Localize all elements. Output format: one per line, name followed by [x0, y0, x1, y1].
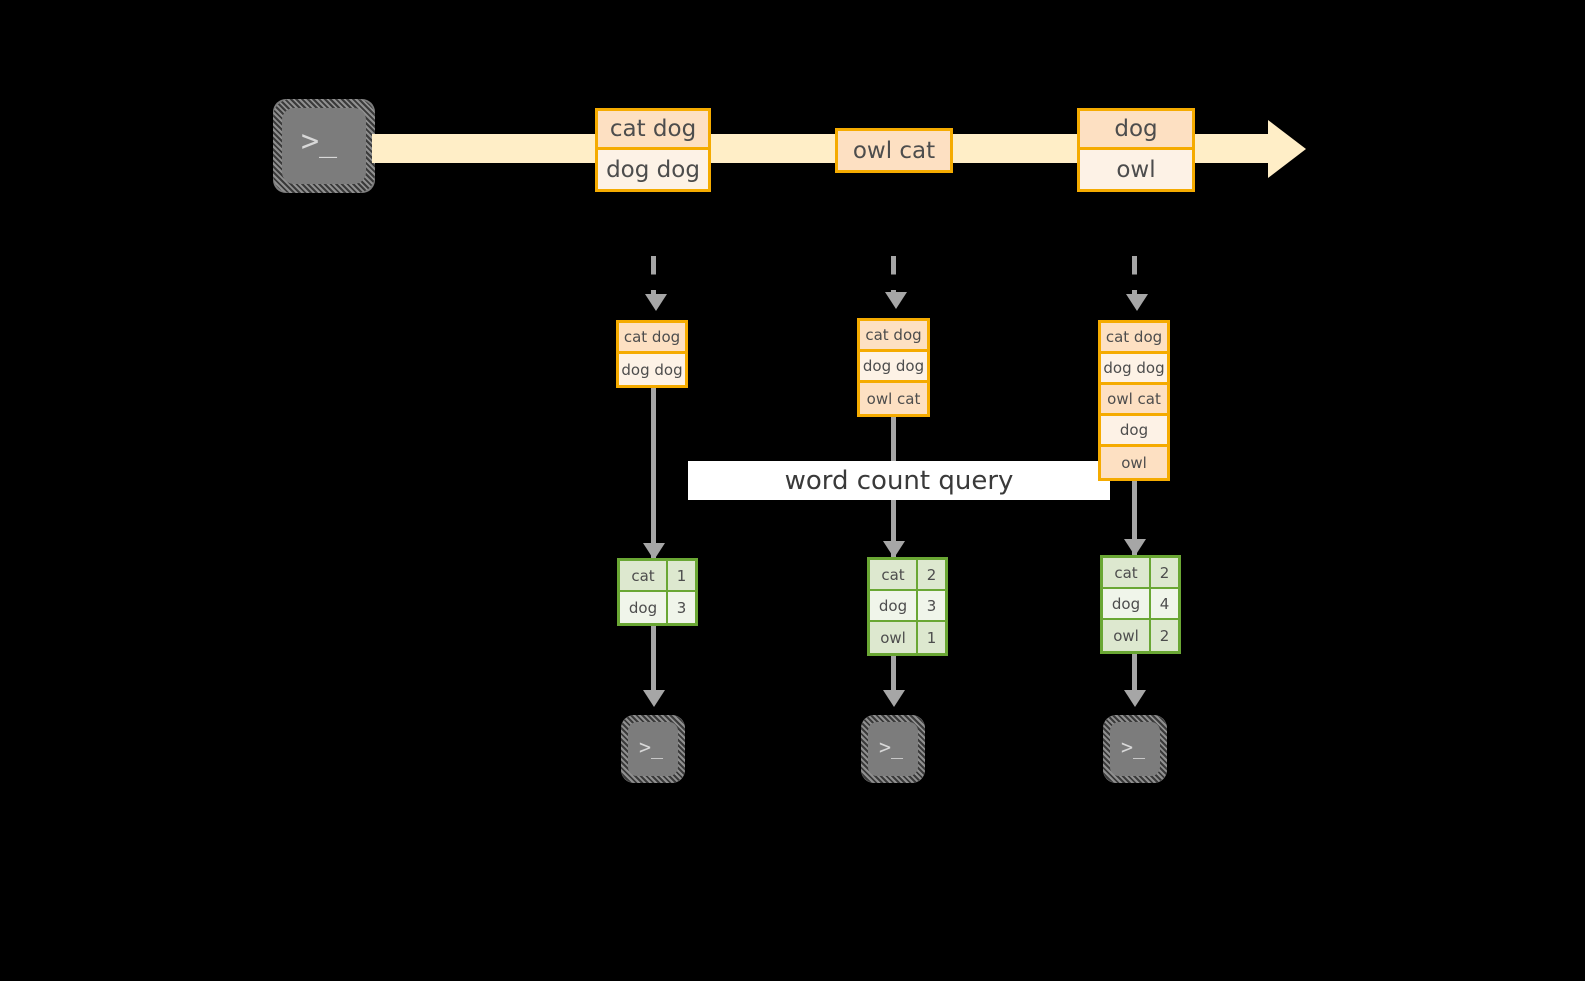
terminal-screen — [868, 722, 918, 776]
table-cell-count: 3 — [918, 591, 945, 620]
table-cell-count: 2 — [918, 560, 945, 589]
snapshot-records-2: cat dog dog dog owl cat — [857, 318, 930, 417]
connector-result-to-sink-3 — [1132, 648, 1137, 696]
snapshot-record-line: owl cat — [1101, 385, 1167, 416]
table-cell-word: owl — [870, 622, 918, 653]
table-cell-count: 1 — [668, 561, 695, 590]
terminal-screen — [1110, 722, 1160, 776]
stream-record-line: owl — [1080, 150, 1192, 189]
connector-arrowhead-icon — [885, 292, 907, 309]
result-table-1: cat 1 dog 3 — [617, 558, 698, 626]
snapshot-record-line: cat dog — [619, 323, 685, 354]
stream-record-line: owl cat — [838, 131, 950, 170]
snapshot-record-line: dog — [1101, 416, 1167, 447]
terminal-prompt-glyph: >_ — [639, 735, 664, 759]
sink-terminal-icon-3: >_ — [1100, 712, 1170, 786]
connector-snapshot-to-result-1 — [651, 382, 656, 560]
table-cell-word: dog — [870, 591, 918, 620]
table-cell-word: cat — [620, 561, 668, 590]
snapshot-record-line: dog dog — [860, 352, 927, 383]
sink-terminal-icon-2: >_ — [858, 712, 928, 786]
stream-arrowhead-icon — [1268, 120, 1306, 178]
snapshot-record-line: cat dog — [1101, 323, 1167, 354]
stream-record-3: dog owl — [1077, 108, 1195, 192]
connector-arrowhead-icon — [1124, 539, 1146, 556]
table-cell-word: dog — [1103, 589, 1151, 618]
terminal-screen — [282, 108, 366, 184]
terminal-prompt-glyph: >_ — [301, 124, 338, 159]
connector-arrowhead-icon — [645, 294, 667, 311]
connector-arrowhead-icon — [643, 543, 665, 560]
table-cell-word: cat — [1103, 558, 1151, 587]
table-cell-count: 2 — [1151, 620, 1178, 651]
source-terminal-icon: >_ — [270, 96, 378, 196]
table-cell-count: 1 — [918, 622, 945, 653]
connector-snapshot-to-result-3 — [1132, 475, 1137, 560]
connector-stream-to-snapshot-2 — [891, 256, 896, 292]
table-row: dog 4 — [1103, 589, 1178, 620]
connector-result-to-sink-2 — [891, 650, 896, 696]
query-banner-background — [688, 461, 1110, 500]
stream-record-line: cat dog — [598, 111, 708, 150]
table-cell-count: 4 — [1151, 589, 1178, 618]
table-row: cat 1 — [620, 561, 695, 592]
result-table-3: cat 2 dog 4 owl 2 — [1100, 555, 1181, 654]
table-cell-word: cat — [870, 560, 918, 589]
connector-arrowhead-icon — [643, 690, 665, 707]
connector-result-to-sink-1 — [651, 620, 656, 692]
connector-arrowhead-icon — [883, 690, 905, 707]
table-row: cat 2 — [1103, 558, 1178, 589]
terminal-prompt-glyph: >_ — [879, 735, 904, 759]
table-row: dog 3 — [620, 592, 695, 623]
stream-record-line: dog — [1080, 111, 1192, 150]
snapshot-record-line: owl — [1101, 447, 1167, 478]
snapshot-record-line: dog dog — [1101, 354, 1167, 385]
snapshot-records-1: cat dog dog dog — [616, 320, 688, 388]
connector-arrowhead-icon — [883, 541, 905, 558]
table-cell-word: owl — [1103, 620, 1151, 651]
terminal-screen — [628, 722, 678, 776]
connector-stream-to-snapshot-1 — [651, 256, 656, 294]
stream-record-line: dog dog — [598, 150, 708, 189]
snapshot-record-line: owl cat — [860, 383, 927, 414]
table-row: owl 1 — [870, 622, 945, 653]
sink-terminal-icon-1: >_ — [618, 712, 688, 786]
table-cell-word: dog — [620, 592, 668, 623]
stream-record-2: owl cat — [835, 128, 953, 173]
table-cell-count: 3 — [668, 592, 695, 623]
connector-arrowhead-icon — [1126, 294, 1148, 311]
table-row: owl 2 — [1103, 620, 1178, 651]
table-row: cat 2 — [870, 560, 945, 591]
query-banner-label: word count query — [784, 465, 1014, 496]
result-table-2: cat 2 dog 3 owl 1 — [867, 557, 948, 656]
table-cell-count: 2 — [1151, 558, 1178, 587]
connector-stream-to-snapshot-3 — [1132, 256, 1137, 294]
snapshot-record-line: cat dog — [860, 321, 927, 352]
terminal-prompt-glyph: >_ — [1121, 735, 1146, 759]
stream-record-1: cat dog dog dog — [595, 108, 711, 192]
snapshot-records-3: cat dog dog dog owl cat dog owl — [1098, 320, 1170, 481]
snapshot-record-line: dog dog — [619, 354, 685, 385]
connector-arrowhead-icon — [1124, 690, 1146, 707]
table-row: dog 3 — [870, 591, 945, 622]
